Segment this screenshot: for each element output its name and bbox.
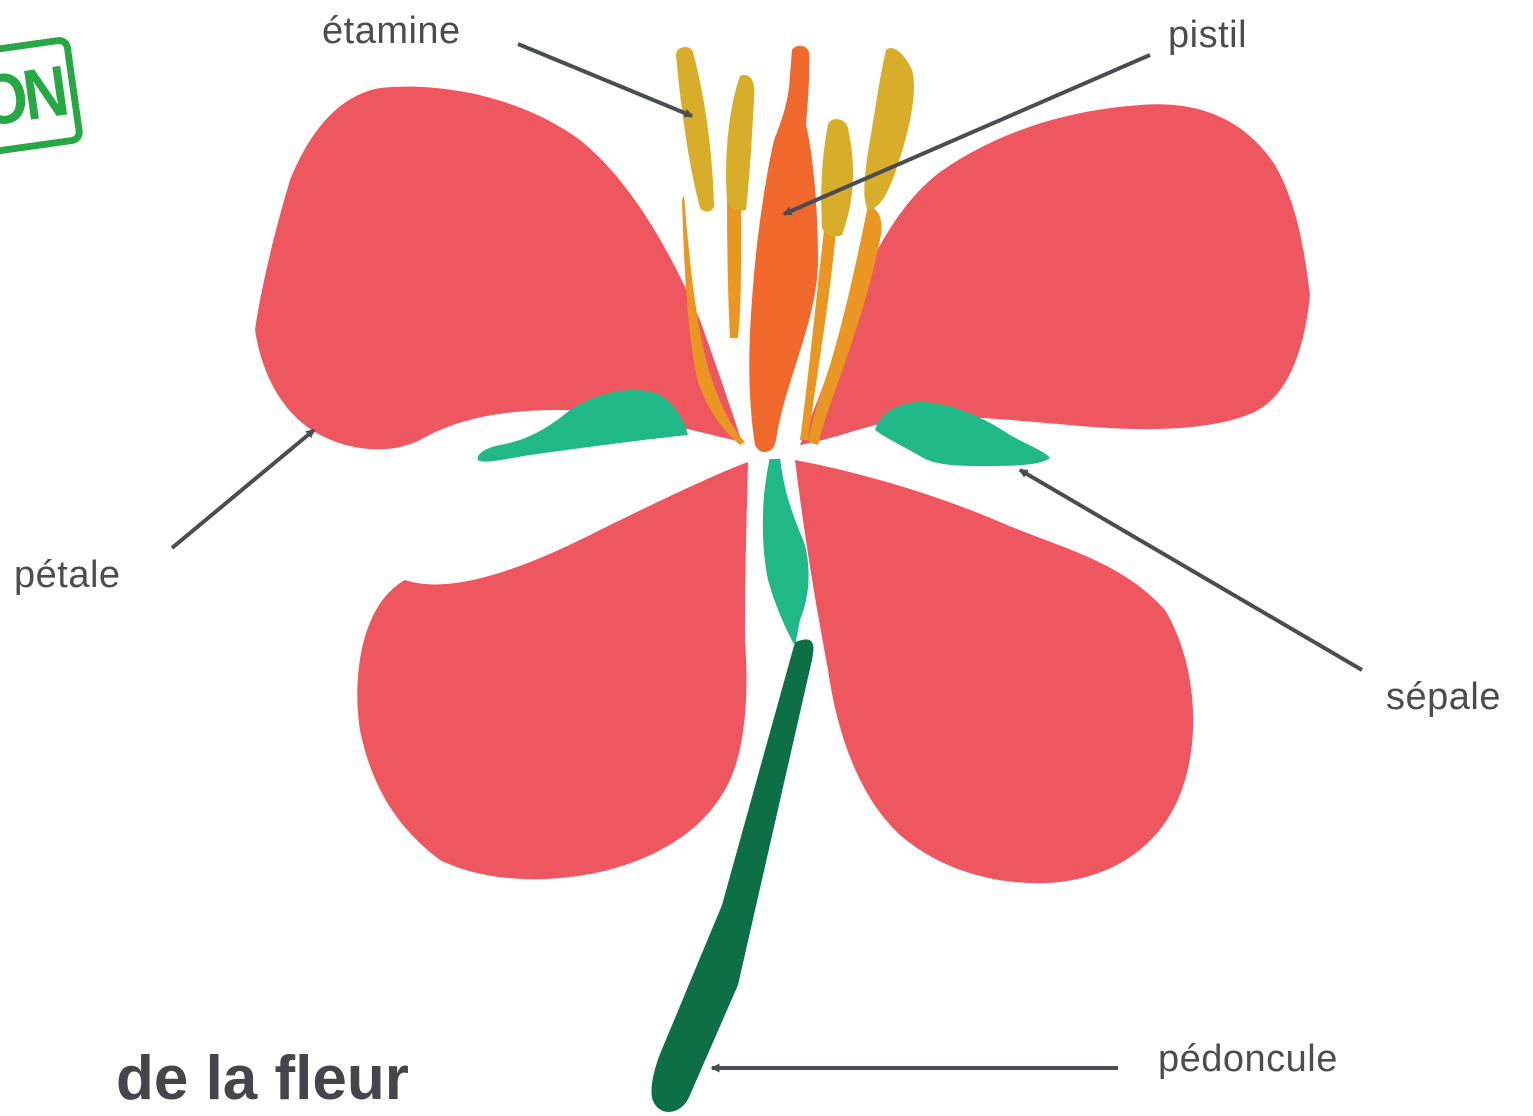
stamen-left-inner-anther (726, 75, 754, 211)
stamp-text: ON (0, 56, 69, 138)
stamen-right-outer-anther (864, 48, 914, 210)
label-sepale: sépale (1386, 678, 1501, 716)
stamen-right-inner-anther (821, 119, 853, 236)
label-etamine: étamine (322, 12, 461, 50)
petale-arrow (172, 430, 314, 548)
stamen-left-inner-filament (727, 195, 741, 338)
label-petale: pétale (14, 556, 121, 594)
stamen-left-outer-anther (676, 47, 714, 212)
petal-upper-left (255, 87, 742, 450)
page-title: de la fleur (116, 1048, 409, 1110)
label-pedoncule: pédoncule (1158, 1040, 1338, 1078)
label-pistil: pistil (1168, 16, 1247, 54)
etamine-arrow (518, 44, 692, 116)
petal-lower-right (795, 460, 1193, 883)
petal-lower-left (357, 462, 748, 879)
